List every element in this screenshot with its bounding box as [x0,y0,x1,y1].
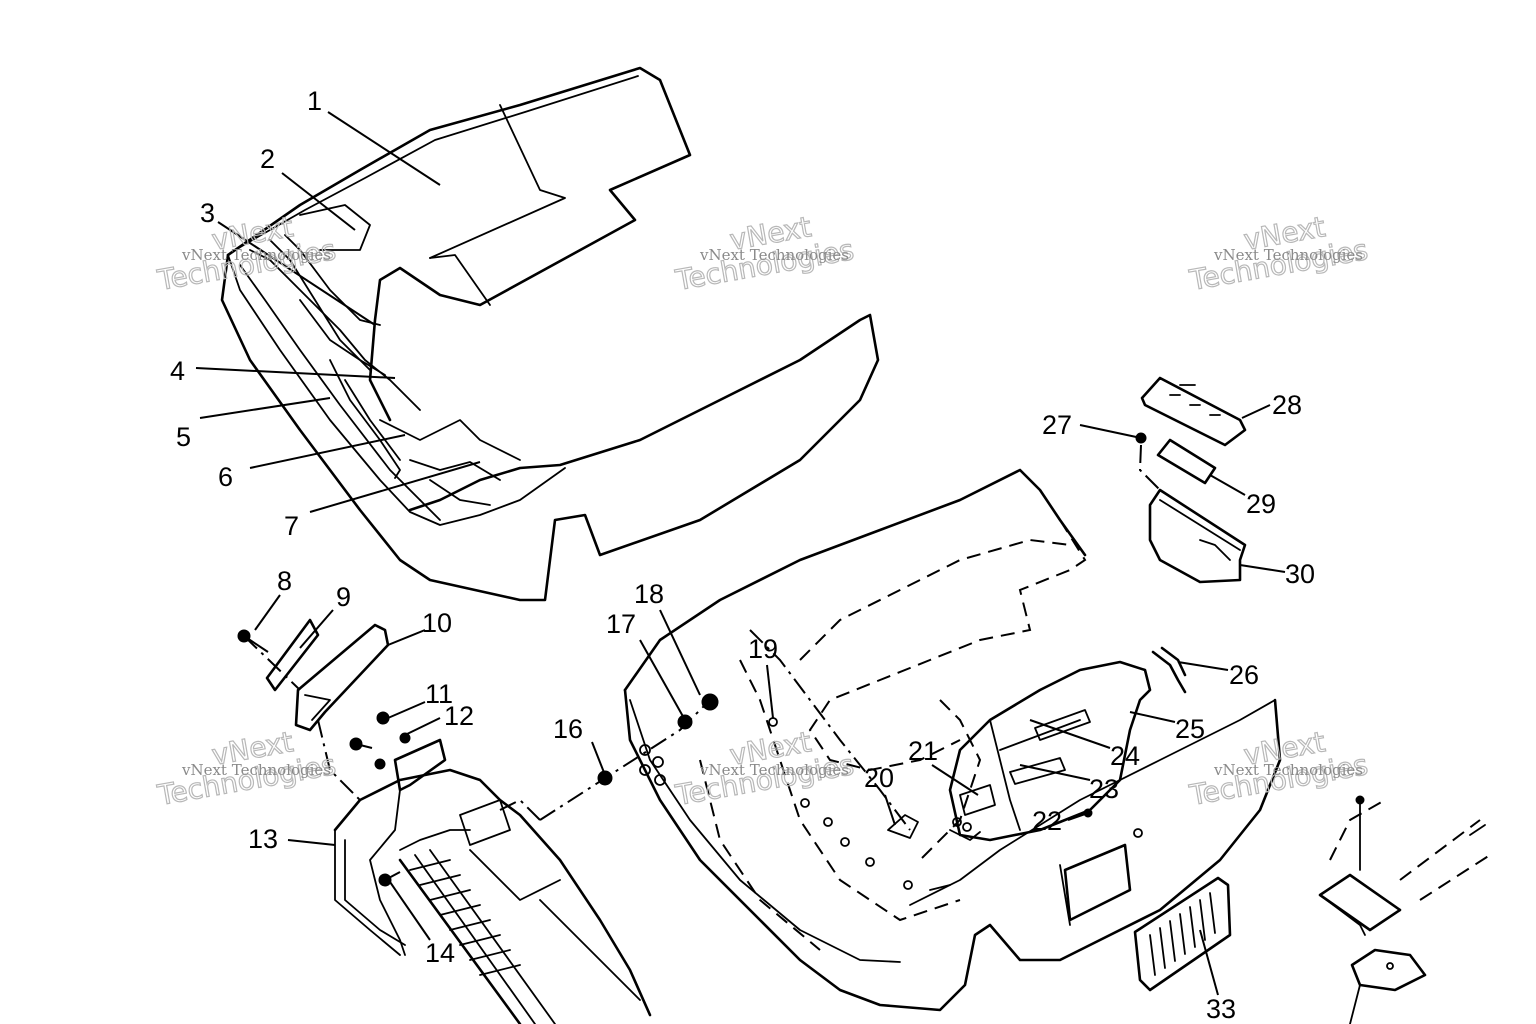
callout-3: 3 [200,198,215,228]
callout-19: 19 [748,634,778,664]
callout-28: 28 [1272,390,1302,420]
callout-30: 30 [1285,559,1315,589]
svg-text:vNext Technologies: vNext Technologies [1213,761,1363,779]
svg-text:vNext Technologies: vNext Technologies [181,761,331,779]
watermark: vNext Technologies vNext Technologies [672,725,857,813]
callout-13: 13 [248,824,278,854]
callout-26: 26 [1229,660,1259,690]
latch-and-grille [1133,646,1491,1024]
callout-2: 2 [260,144,275,174]
hood-fasteners [597,693,1093,839]
rear-fascia [333,738,652,1024]
callout-8: 8 [277,566,292,596]
callout-16: 16 [553,714,583,744]
callout-33: 33 [1206,994,1236,1024]
callout-14: 14 [425,938,455,968]
callout-4: 4 [170,356,185,386]
callout-12: 12 [444,701,474,731]
callout-11: 11 [425,679,453,709]
callout-24: 24 [1110,741,1140,771]
callout-labels: 1 2 3 4 5 6 7 8 9 10 11 12 13 14 16 17 1… [170,86,1315,1024]
callout-21: 21 [908,736,938,766]
callout-9: 9 [336,582,351,612]
seat-assembly [220,66,880,602]
watermark: vNext Technologies vNext Technologies [1186,725,1371,813]
svg-text:vNext Technologies: vNext Technologies [699,761,849,779]
callout-20: 20 [864,763,894,793]
callout-27: 27 [1042,410,1072,440]
callout-10: 10 [422,608,452,638]
callout-22: 22 [1032,806,1062,836]
watermark: vNext Technologies vNext Technologies [154,725,339,813]
watermark: vNext Technologies vNext Technologies [672,210,857,298]
bracket-parts [237,618,411,887]
callout-25: 25 [1175,714,1205,744]
console-panel [948,660,1152,842]
svg-text:vNext Technologies: vNext Technologies [699,246,849,264]
callout-1: 1 [307,86,322,116]
callout-7: 7 [284,511,299,541]
hood-assembly [499,468,1282,1012]
callout-5: 5 [176,422,191,452]
callout-18: 18 [634,579,664,609]
svg-text:vNext Technologies: vNext Technologies [181,246,331,264]
storage-box-assembly [1135,376,1247,584]
callout-17: 17 [606,609,636,639]
svg-text:vNext Technologies: vNext Technologies [1213,246,1363,264]
callout-29: 29 [1246,489,1276,519]
leader-lines [195,111,1286,996]
callout-23: 23 [1089,774,1119,804]
watermark: vNext Technologies vNext Technologies [1186,210,1371,298]
callout-6: 6 [218,462,233,492]
